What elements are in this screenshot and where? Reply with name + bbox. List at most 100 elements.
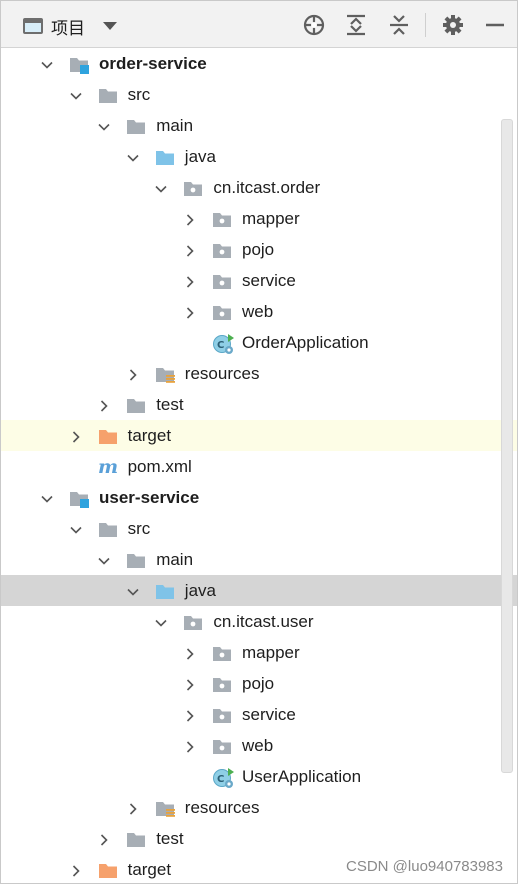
tree-item[interactable]: test (1, 389, 517, 420)
tree-item-label: OrderApplication (242, 333, 369, 352)
chevron-down-icon[interactable] (127, 151, 139, 163)
tree-item[interactable]: cn.itcast.order (1, 172, 517, 203)
source-folder-icon (155, 581, 175, 601)
chevron-right-icon[interactable] (184, 244, 196, 257)
settings-button[interactable] (441, 13, 465, 37)
spring-boot-class-icon: C (213, 767, 234, 788)
tree-item[interactable]: cn.itcast.user (1, 606, 517, 637)
tree-item[interactable]: web (1, 296, 517, 327)
tree-item[interactable]: resources (1, 792, 517, 823)
tree-item-label: service (242, 705, 296, 724)
tree-item[interactable]: service (1, 265, 517, 296)
tree-item-label: src (127, 519, 151, 538)
chevron-right-icon[interactable] (184, 306, 196, 319)
toolbar-separator (425, 13, 426, 37)
chevron-down-icon[interactable] (127, 585, 139, 597)
tree-item-label: java (184, 147, 216, 166)
chevron-right-icon[interactable] (184, 647, 196, 660)
chevron-down-icon[interactable] (41, 492, 53, 504)
tree-item-label: web (242, 302, 274, 321)
chevron-down-icon[interactable] (41, 58, 53, 70)
chevron-right-icon[interactable] (127, 368, 139, 381)
folder-icon (126, 829, 146, 849)
tree-item[interactable]: order-service (1, 48, 517, 79)
tree-item[interactable]: web (1, 730, 517, 761)
tree-item-label: pom.xml (127, 457, 192, 476)
tree-item-label: mapper (242, 209, 300, 228)
chevron-right-icon[interactable] (98, 833, 110, 846)
chevron-right-icon[interactable] (184, 213, 196, 226)
project-view-icon (23, 18, 43, 34)
tree-item-label: cn.itcast.user (213, 612, 314, 631)
tree-item[interactable]: C UserApplication (1, 761, 517, 792)
chevron-down-icon[interactable] (98, 120, 110, 132)
tree-item-label: pojo (242, 674, 275, 693)
excluded-folder-icon (98, 860, 118, 880)
tree-item-label: web (242, 736, 274, 755)
package-icon (212, 209, 232, 229)
tree-item[interactable]: C OrderApplication (1, 327, 517, 358)
tree-item-label: cn.itcast.order (213, 178, 321, 197)
vertical-scrollbar[interactable] (501, 119, 513, 773)
locate-icon (303, 14, 325, 36)
svg-text:C: C (217, 340, 224, 351)
tree-item-label: user-service (99, 488, 200, 507)
chevron-down-icon[interactable] (70, 89, 82, 101)
expand-all-icon (347, 14, 365, 36)
chevron-right-icon[interactable] (184, 678, 196, 691)
gear-icon (443, 15, 463, 35)
tree-item[interactable]: target (1, 854, 517, 883)
caret-down-icon (103, 22, 117, 30)
tree-item[interactable]: resources (1, 358, 517, 389)
tree-item[interactable]: user-service (1, 482, 517, 513)
tree-item[interactable]: service (1, 699, 517, 730)
tree-item[interactable]: target (1, 420, 517, 451)
tree-item-label: UserApplication (242, 767, 362, 786)
tree-item[interactable]: pojo (1, 668, 517, 699)
folder-icon (126, 116, 146, 136)
locate-button[interactable] (302, 13, 326, 37)
tree-item[interactable]: mapper (1, 637, 517, 668)
package-icon (212, 240, 232, 260)
chevron-down-icon[interactable] (155, 182, 167, 194)
tree-item[interactable]: test (1, 823, 517, 854)
excluded-folder-icon (98, 426, 118, 446)
folder-icon (126, 395, 146, 415)
chevron-down-icon[interactable] (98, 554, 110, 566)
tree-item[interactable]: pojo (1, 234, 517, 265)
tree-item-label: order-service (99, 54, 207, 73)
resources-folder-icon (155, 364, 175, 384)
chevron-right-icon[interactable] (184, 709, 196, 722)
tree-item[interactable]: main (1, 544, 517, 575)
chevron-right-icon[interactable] (184, 275, 196, 288)
chevron-right-icon[interactable] (127, 802, 139, 815)
resources-folder-icon (155, 798, 175, 818)
tree-item-label: target (127, 860, 172, 879)
collapse-all-button[interactable] (387, 13, 411, 37)
tree-item[interactable]: m pom.xml (1, 451, 517, 482)
minimize-button[interactable] (483, 13, 507, 37)
chevron-right-icon[interactable] (70, 864, 82, 877)
expand-all-button[interactable] (344, 13, 368, 37)
tree-item[interactable]: mapper (1, 203, 517, 234)
view-selector[interactable]: 项目 (23, 15, 117, 39)
chevron-down-icon[interactable] (155, 616, 167, 628)
tree-item[interactable]: src (1, 79, 517, 110)
chevron-right-icon[interactable] (184, 740, 196, 753)
source-folder-icon (155, 147, 175, 167)
tree-item-label: test (156, 829, 184, 848)
tree-item[interactable]: src (1, 513, 517, 544)
tree-item[interactable]: java (1, 141, 517, 172)
package-icon (212, 271, 232, 291)
chevron-down-icon[interactable] (70, 523, 82, 535)
package-icon (183, 612, 203, 632)
chevron-right-icon[interactable] (98, 399, 110, 412)
svg-text:m: m (98, 457, 118, 477)
tree-item[interactable]: java (1, 575, 517, 606)
tree-item[interactable]: main (1, 110, 517, 141)
maven-icon: m (98, 456, 118, 478)
tree-item-label: target (127, 426, 172, 445)
spring-boot-class-icon: C (213, 333, 234, 354)
chevron-right-icon[interactable] (70, 430, 82, 443)
